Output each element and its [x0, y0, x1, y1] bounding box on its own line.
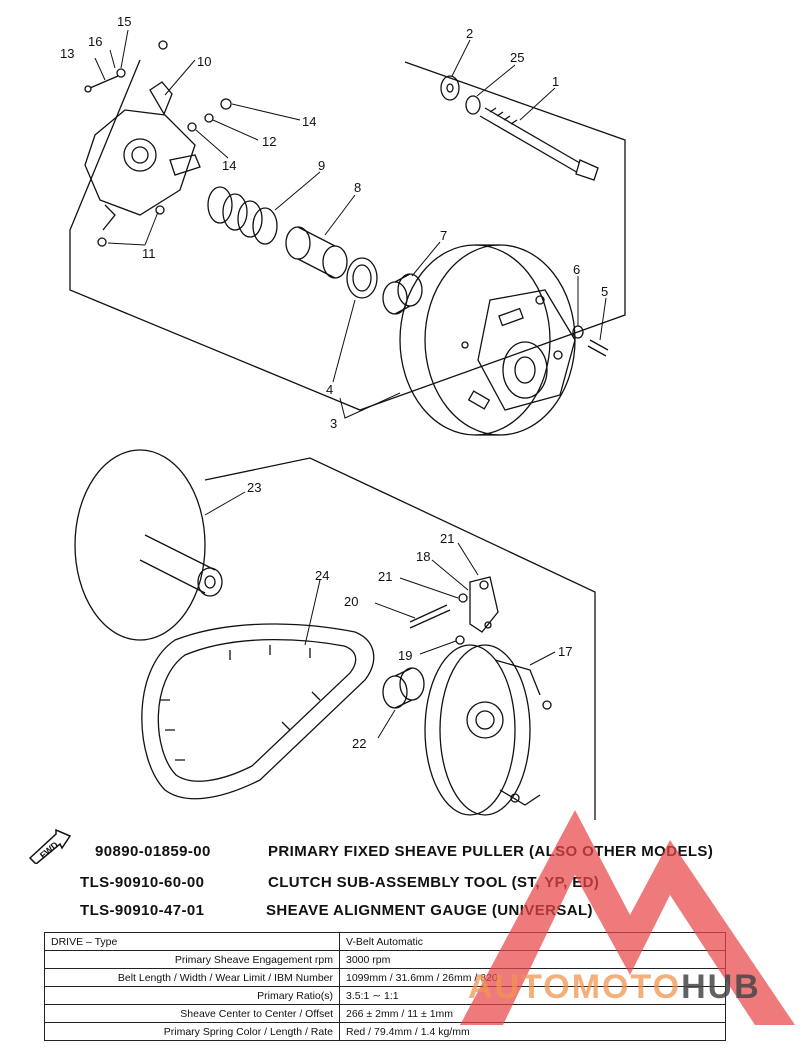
watermark-logo — [460, 810, 795, 1025]
part-23-secondary-sheave — [74, 449, 223, 641]
part-20-pin — [409, 609, 451, 629]
part-11-bolt — [97, 237, 107, 247]
tool-part-number: 90890-01859-00 — [95, 843, 211, 860]
callout-7: 7 — [440, 228, 447, 243]
callout-18: 18 — [416, 549, 430, 564]
callout-22: 22 — [352, 736, 366, 751]
callout-13: 13 — [60, 46, 74, 61]
table-row: Primary Spring Color / Length / Rate Red… — [44, 1022, 726, 1041]
callout-24: 24 — [315, 568, 329, 583]
callout-6: 6 — [573, 262, 580, 277]
part-5-bolt — [589, 339, 609, 351]
watermark-text-part2: HUB — [681, 968, 761, 1006]
part-24-belt — [141, 623, 375, 800]
callout-17: 17 — [558, 644, 572, 659]
upper-assembly-outline — [69, 59, 626, 411]
tool-description: PRIMARY FIXED SHEAVE PULLER (ALSO OTHER … — [268, 843, 714, 860]
part-1-bolt — [479, 107, 599, 181]
callout-12: 12 — [262, 134, 276, 149]
part-9-spring — [207, 186, 278, 245]
table-row: Sheave Center to Center / Offset 266 ± 2… — [44, 1004, 726, 1023]
callout-4: 4 — [326, 382, 333, 397]
part-15-washer — [116, 68, 126, 78]
spec-label: Sheave Center to Center / Offset — [44, 1004, 340, 1023]
callout-1: 1 — [552, 74, 559, 89]
lower-assembly-outline — [204, 457, 596, 820]
tool-part-number: TLS-90910-60-00 — [80, 874, 205, 891]
watermark-text: AUTOMOTOHUB — [468, 968, 761, 1007]
tool-description: CLUTCH SUB-ASSEMBLY TOOL (ST, YP, ED) — [268, 874, 600, 891]
spec-label: Primary Sheave Engagement rpm — [44, 950, 340, 969]
callout-10: 10 — [197, 54, 211, 69]
spec-label: Primary Ratio(s) — [44, 986, 340, 1005]
part-22-bushing — [382, 667, 425, 709]
watermark-text-part1: AUTOMOTO — [468, 968, 682, 1006]
part-12-washer — [204, 113, 214, 123]
part-14-nut-b — [187, 122, 197, 132]
tool-description: SHEAVE ALIGNMENT GAUGE (UNIVERSAL) — [266, 902, 593, 919]
callout-23: 23 — [247, 480, 261, 495]
part-19-roller — [455, 635, 465, 645]
spec-value: 266 ± 2mm / 11 ± 1mm — [339, 1004, 726, 1023]
callout-5: 5 — [601, 284, 608, 299]
table-row: Belt Length / Width / Wear Limit / IBM N… — [44, 968, 726, 987]
callout-19: 19 — [398, 648, 412, 663]
spec-label: Belt Length / Width / Wear Limit / IBM N… — [44, 968, 340, 987]
callout-14-upper: 14 — [302, 114, 316, 129]
exploded-parts-diagram: 13 16 15 10 14 12 14 11 9 8 7 2 25 1 6 5… — [60, 14, 626, 820]
callout-2: 2 — [466, 26, 473, 41]
callout-3: 3 — [330, 416, 337, 431]
callout-21-lower: 21 — [378, 569, 392, 584]
spec-label: Primary Spring Color / Length / Rate — [44, 1022, 340, 1041]
callout-14-lower: 14 — [222, 158, 236, 173]
part-18-ramp — [469, 576, 499, 633]
tool-part-number: TLS-90910-47-01 — [80, 902, 205, 919]
callout-15: 15 — [117, 14, 131, 29]
spec-value: Red / 79.4mm / 1.4 kg/mm — [339, 1022, 726, 1041]
fwd-arrow-icon: FWD — [28, 828, 72, 864]
callout-9: 9 — [318, 158, 325, 173]
part-25-spacer — [465, 95, 481, 115]
callout-8: 8 — [354, 180, 361, 195]
part-3-sheave-drum — [399, 244, 576, 436]
part-14-nut — [220, 98, 232, 110]
callout-21-upper: 21 — [440, 531, 454, 546]
part-21-washer — [458, 593, 468, 603]
spec-label: DRIVE – Type — [44, 932, 340, 951]
drive-spec-table: DRIVE – Type V-Belt Automatic Primary Sh… — [44, 932, 726, 1041]
part-13-bolt — [89, 75, 119, 89]
callout-11: 11 — [142, 246, 156, 261]
callout-20: 20 — [344, 594, 358, 609]
callout-16: 16 — [88, 34, 102, 49]
part-17-movable-sheave — [424, 644, 552, 816]
part-nut — [158, 40, 168, 50]
part-10-spider — [84, 81, 201, 231]
callout-25: 25 — [510, 50, 524, 65]
part-7-bushing — [382, 273, 423, 315]
part-8-sleeve — [285, 226, 348, 279]
part-2-washer — [440, 75, 460, 101]
part-4-seal — [346, 257, 378, 299]
